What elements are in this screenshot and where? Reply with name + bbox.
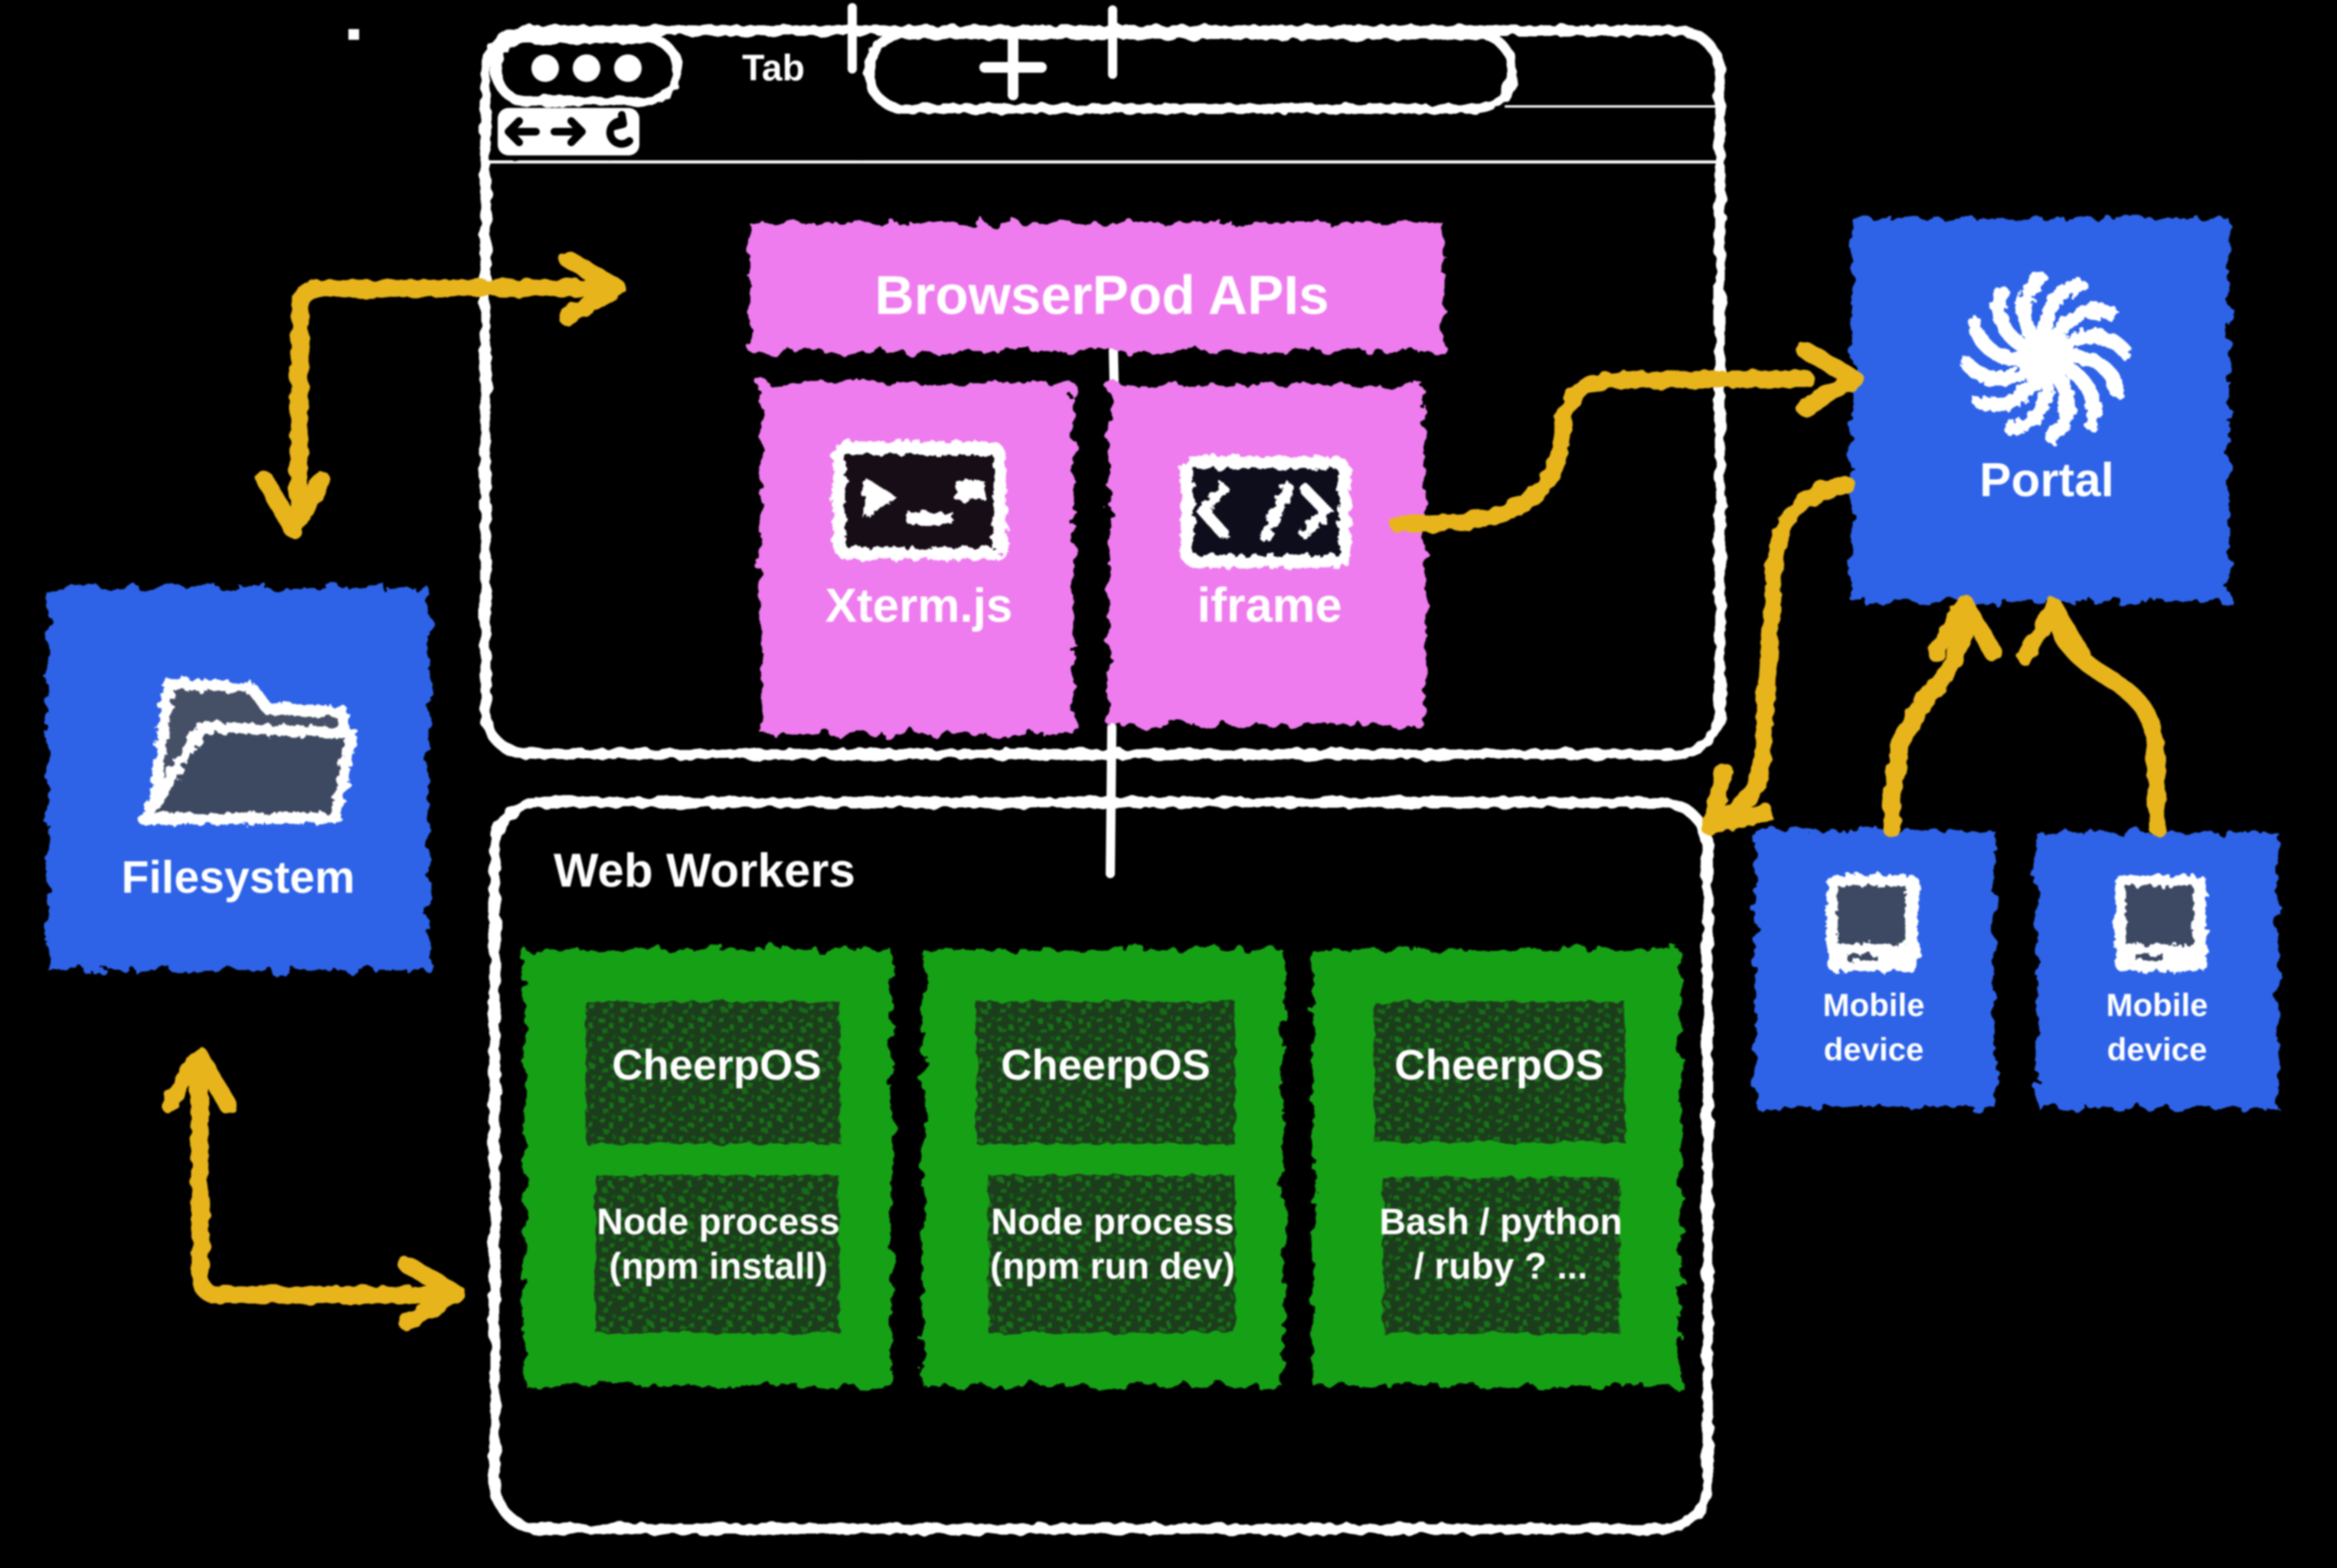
svg-text:iframe: iframe xyxy=(1197,579,1342,632)
svg-text:(npm install): (npm install) xyxy=(609,1246,827,1287)
svg-text:device: device xyxy=(2107,1031,2208,1067)
svg-text:Portal: Portal xyxy=(1979,454,2114,507)
svg-text:Mobile: Mobile xyxy=(2107,987,2208,1023)
svg-text:Web Workers: Web Workers xyxy=(554,844,855,897)
svg-text:CheerpOS: CheerpOS xyxy=(1394,1040,1604,1089)
svg-text:Tab: Tab xyxy=(742,48,805,89)
svg-text:(npm run dev): (npm run dev) xyxy=(990,1246,1235,1287)
svg-text:/ ruby ? ...: / ruby ? ... xyxy=(1414,1246,1588,1287)
svg-text:Bash / python: Bash / python xyxy=(1379,1202,1622,1243)
svg-text:Node process: Node process xyxy=(597,1202,839,1243)
svg-text:BrowserPod APIs: BrowserPod APIs xyxy=(874,266,1329,326)
svg-text:Xterm.js: Xterm.js xyxy=(825,580,1013,632)
svg-text:device: device xyxy=(1824,1031,1924,1067)
svg-text:Mobile: Mobile xyxy=(1823,987,1925,1023)
svg-text:Filesystem: Filesystem xyxy=(122,852,355,903)
svg-text:Node process: Node process xyxy=(991,1202,1234,1243)
svg-text:CheerpOS: CheerpOS xyxy=(612,1040,822,1089)
svg-text:CheerpOS: CheerpOS xyxy=(1001,1040,1211,1089)
